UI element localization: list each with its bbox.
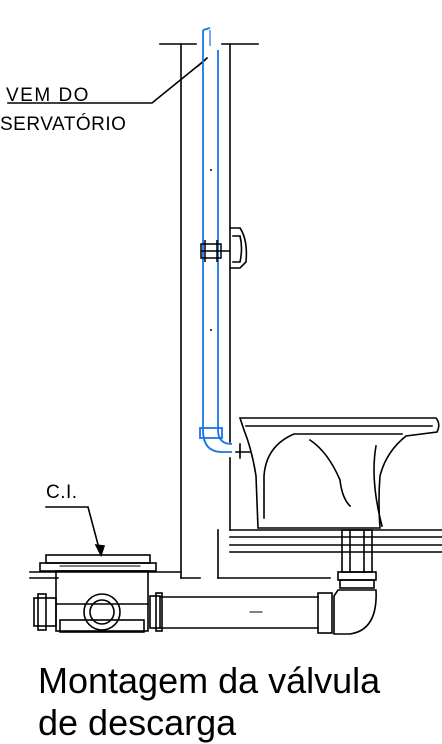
ci-arrow bbox=[94, 544, 106, 558]
page: { "labels": { "supply_line_1": "VEM DO",… bbox=[0, 27, 442, 743]
ci-leader bbox=[45, 506, 101, 553]
supply-pipe-bend bbox=[202, 429, 233, 453]
inspection-box-body bbox=[55, 570, 149, 632]
drain-elbow bbox=[333, 589, 377, 635]
inspection-box-outlet bbox=[83, 593, 121, 631]
caption-line1: Montagem da válvula bbox=[38, 660, 381, 701]
drain-coupling bbox=[317, 592, 333, 634]
supply-label-line2: SERVATÓRIO bbox=[0, 114, 127, 135]
caption: Montagem da válvula de descarga bbox=[38, 660, 380, 744]
supply-leader bbox=[7, 58, 207, 104]
inspection-box-lid bbox=[45, 554, 151, 564]
valve-box bbox=[229, 227, 248, 269]
toilet-outline bbox=[238, 417, 440, 529]
supply-label-line1: VEM DO bbox=[6, 85, 90, 106]
caption-line2: de descarga bbox=[38, 702, 237, 743]
toilet-installation-drawing bbox=[7, 27, 442, 635]
inspection-box-label: C.I. bbox=[46, 482, 78, 503]
